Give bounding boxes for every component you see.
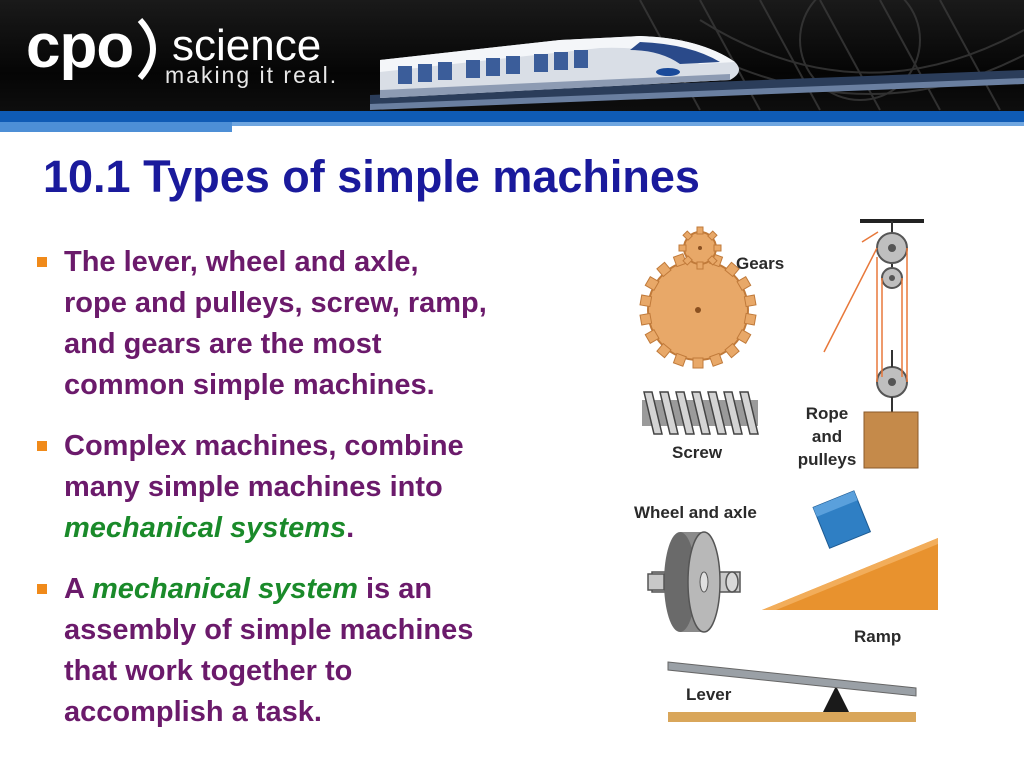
bullet-item: The lever, wheel and axle, rope and pull… [36,242,576,406]
screw-label: Screw [672,443,723,462]
bullet-text-segment: is an assembly of simple machines that w… [64,573,474,728]
brand-logo-science: science [172,21,322,70]
wheel-axle-icon [647,531,741,633]
maglev-train-illustration [370,0,1024,111]
screw-icon [642,391,759,435]
bullet-text-segment: . [346,512,355,544]
bullet-item: Complex machines, combine many simple ma… [36,426,576,549]
banner-stripe [0,111,1024,122]
emphasis-text: mechanical systems [64,512,347,544]
banner-accent-stripe [0,122,232,132]
brand-tagline: making it real. [165,62,339,88]
lever-label: Lever [686,685,732,704]
slide-title: 10.1 Types of simple machines [43,151,700,202]
bullet-text-segment: The lever, wheel and axle, rope and pull… [64,246,487,401]
bullet-text: A mechanical system is an assembly of si… [64,569,576,733]
bullet-text-segment: A [64,573,92,605]
logo-arc-icon [137,17,156,81]
gears-label: Gears [736,254,785,273]
lever-icon [667,661,917,722]
emphasis-text: mechanical system [91,573,358,605]
bullet-text: Complex machines, combine many simple ma… [64,426,576,549]
bullet-text: The lever, wheel and axle, rope and pull… [64,242,576,406]
bullet-list: The lever, wheel and axle, rope and pull… [36,242,576,753]
bullet-text-segment: Complex machines, combine many simple ma… [64,430,464,503]
gears-icon [639,226,757,369]
bullet-marker-icon [37,584,47,594]
header-banner: cpo science making it real. [0,0,1024,122]
bullet-item: A mechanical system is an assembly of si… [36,569,576,733]
bullet-marker-icon [37,441,47,451]
rope-label-line1: Rope [805,404,849,423]
wheel-axle-label: Wheel and axle [634,503,757,522]
rope-label-line2: and [811,427,843,446]
brand-logo-cpo: cpo [26,12,134,81]
rope-pulleys-label: Rope and pulleys [792,402,862,471]
rope-label-line3: pulleys [797,450,857,469]
banner-accent-line [232,122,1024,126]
ramp-label: Ramp [854,627,902,646]
simple-machines-figure: Gears Rope and pulleys Screw Wheel and a… [628,212,948,732]
pulley-icon [823,219,924,469]
ramp-icon [762,490,938,610]
bullet-marker-icon [37,257,47,267]
